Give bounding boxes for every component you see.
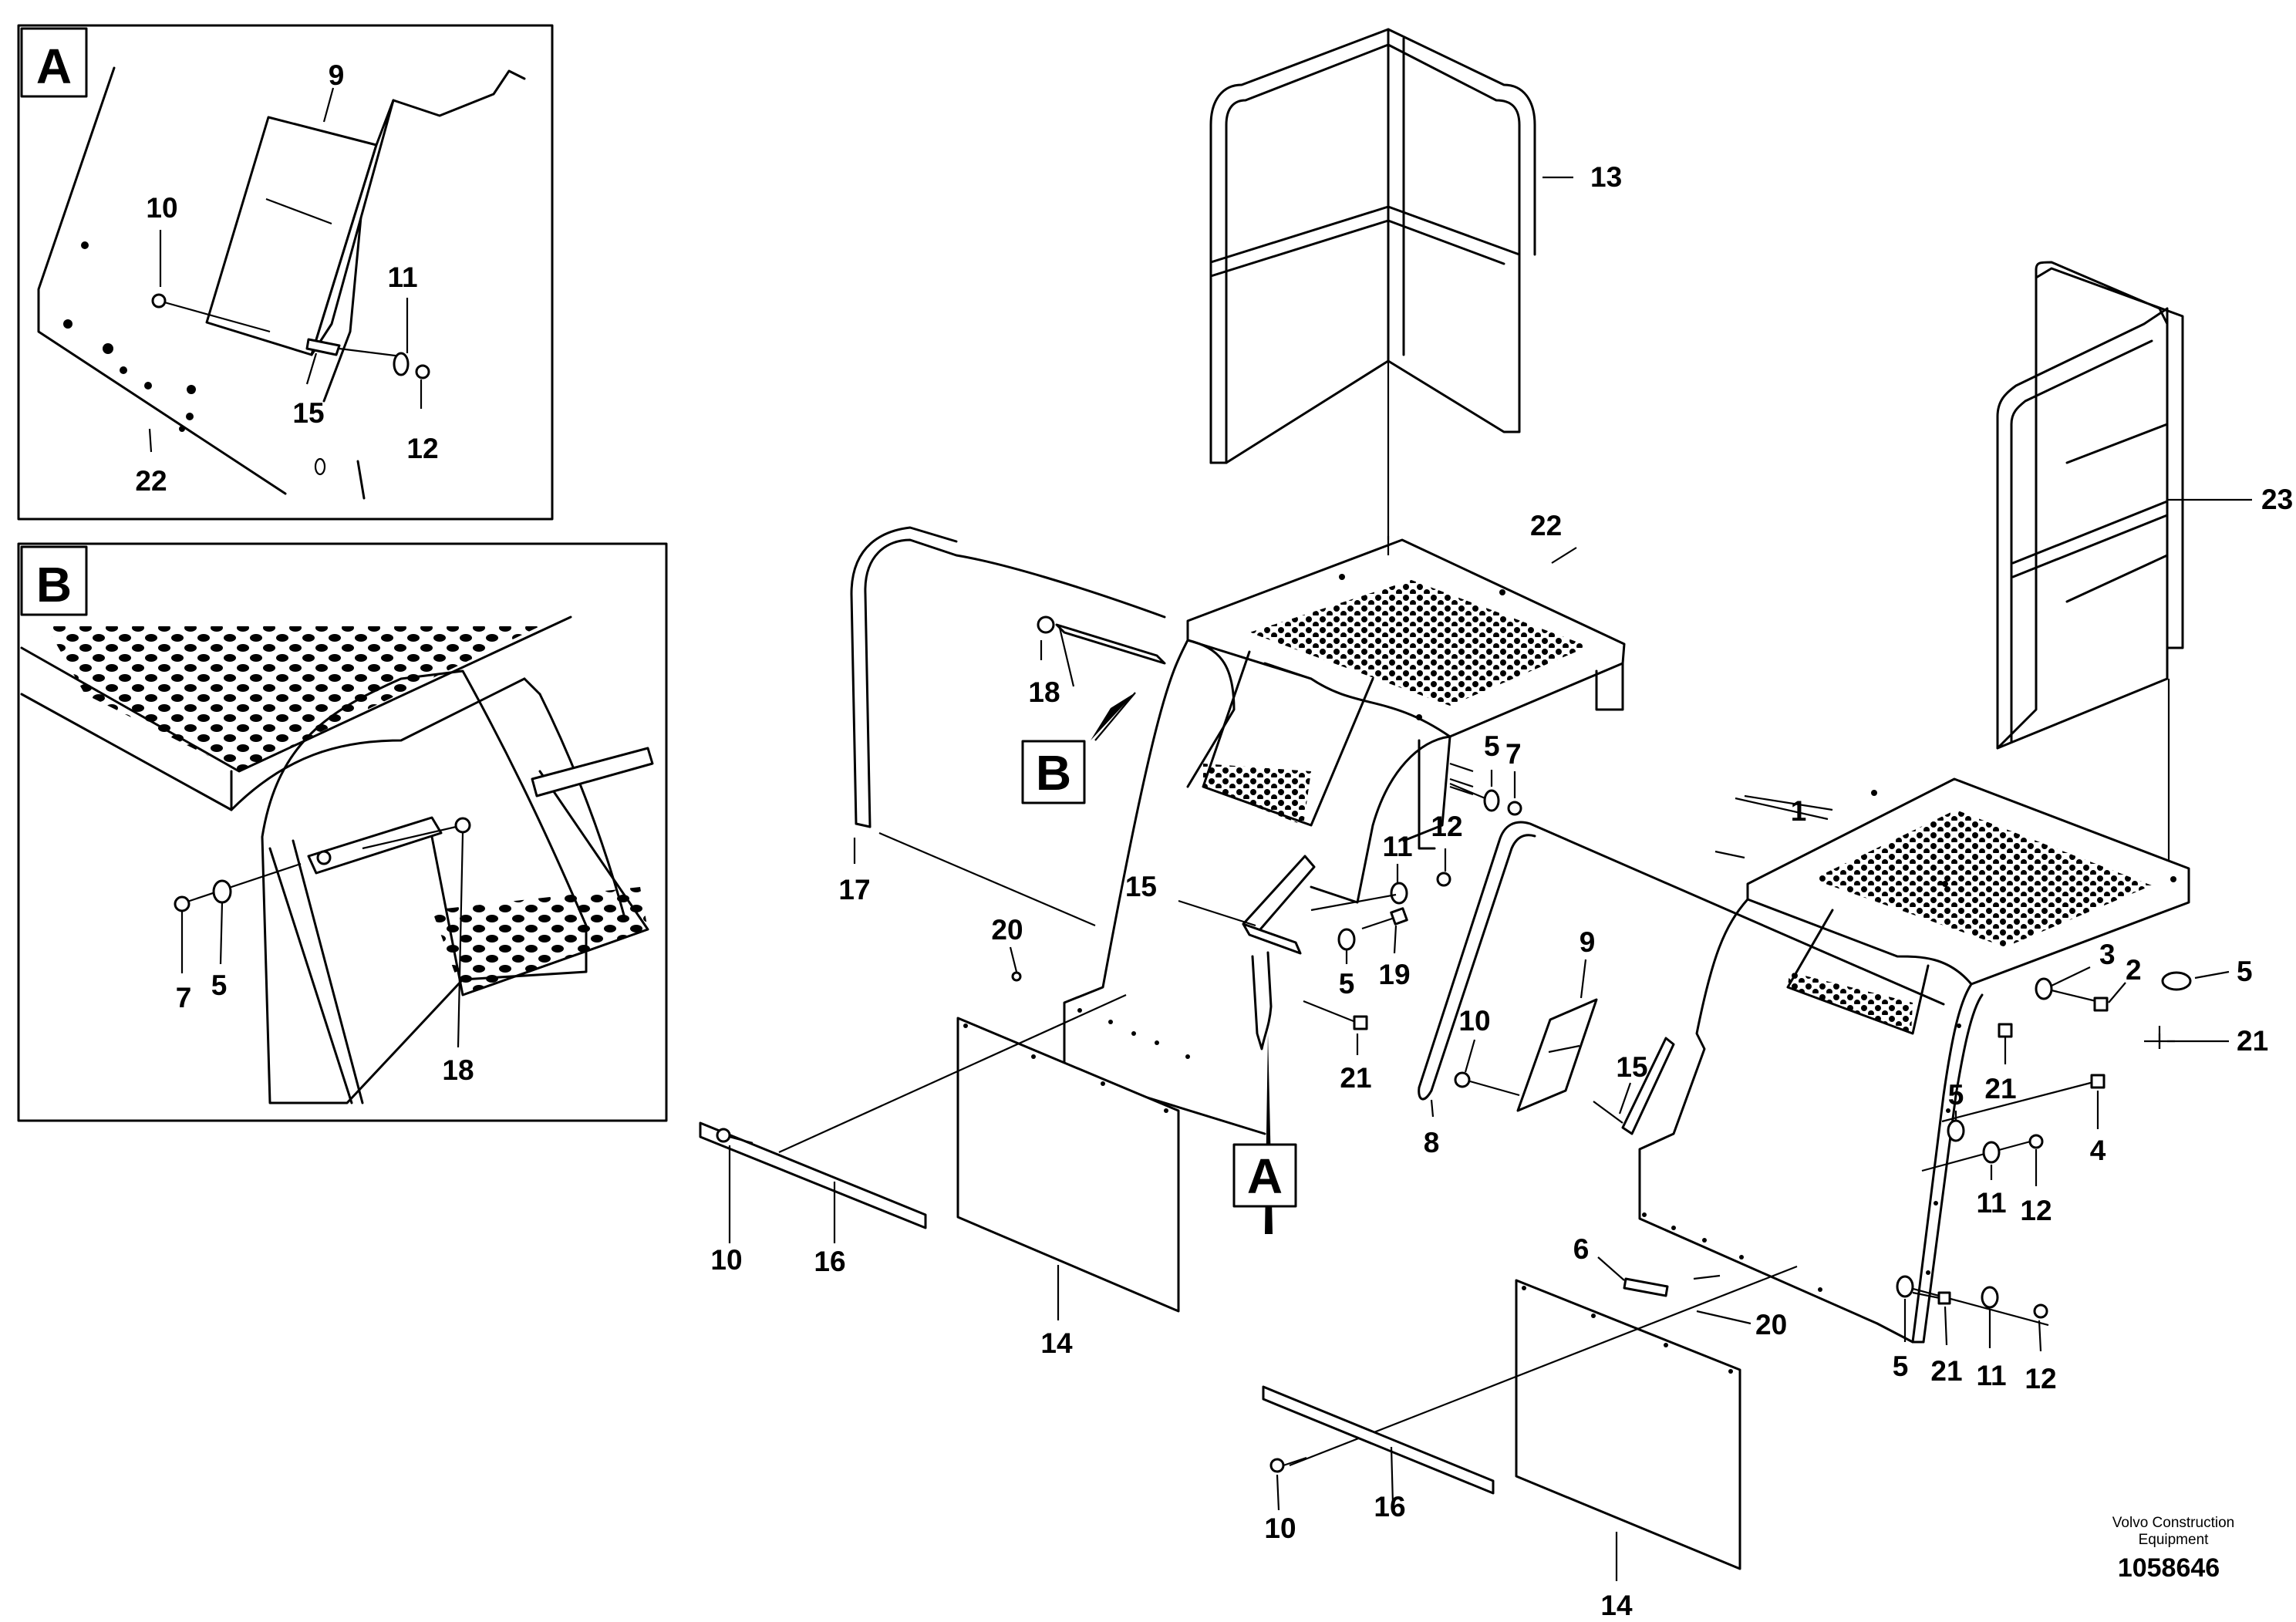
label-10-left-bottom: 10 [710,1244,742,1276]
label-12-right-bottom: 12 [2025,1363,2056,1394]
railing-13: 13 [1209,28,1622,540]
label-5-upper: 5 [1484,730,1500,762]
label-17: 17 [838,874,870,905]
detail-a-label-12: 12 [406,433,438,464]
company-line-1: Volvo Construction [2112,1515,2234,1531]
company-line-2: Equipment [2139,1532,2210,1548]
label-2: 2 [2126,954,2142,986]
detail-b-inset: B 7 5 18 [17,542,668,1122]
detail-b-label-18: 18 [442,1054,474,1086]
label-15-left: 15 [1125,871,1157,902]
right-fasteners: 5 21 3 2 21 5 4 11 12 5 2 [1893,939,2268,1394]
label-5-right-top: 5 [2237,956,2253,987]
mud-flap-left: 10 16 14 20 [699,914,1180,1359]
handrail-8-group: 8 9 10 15 [1418,821,1945,1158]
label-9: 9 [1580,926,1596,958]
detail-a-label-15: 15 [292,397,324,429]
bracket-15-group: 15 11 12 5 19 21 A [1125,811,1463,1234]
label-21-right-bottom: 21 [1930,1355,1962,1387]
marker-b: B [1036,745,1071,801]
detail-b-label-5: 5 [211,969,228,1001]
document-number: 1058646 [2118,1553,2220,1583]
label-18: 18 [1028,676,1060,708]
label-14-left: 14 [1040,1327,1073,1359]
label-10-right-bottom: 10 [1264,1512,1296,1544]
label-16-left: 16 [814,1246,845,1277]
label-20-left: 20 [991,914,1023,946]
label-11-right-bottom: 11 [1976,1360,2006,1391]
label-5-right-bottom: 5 [1893,1351,1909,1382]
label-21-right-mid: 21 [1984,1073,2016,1104]
detail-a-label-10: 10 [146,192,177,224]
label-10-right: 10 [1458,1005,1490,1037]
label-23: 23 [2261,484,2293,515]
detail-a-label-11: 11 [387,261,417,293]
label-1: 1 [1791,795,1807,827]
footer-block: Volvo Construction Equipment 1058646 [2112,1515,2234,1583]
label-16-right: 16 [1374,1491,1405,1523]
label-12-right-mid: 12 [2020,1195,2052,1226]
label-20-right: 20 [1755,1309,1787,1340]
detail-b-label-7: 7 [176,982,192,1013]
detail-a-letter: A [36,39,72,94]
detail-b-letter: B [36,557,72,612]
mud-flap-right: 10 16 14 6 20 [1262,1233,1798,1621]
label-12-left: 12 [1431,811,1462,842]
label-5-right-mid: 5 [1948,1079,1964,1111]
label-15-right: 15 [1616,1051,1647,1083]
label-5-mid: 5 [1339,968,1355,1000]
label-4: 4 [2090,1135,2106,1166]
handrail-17: 18 17 B [838,526,1166,927]
label-19: 19 [1378,959,1410,990]
detail-a-inset: A 9 10 11 12 15 22 [17,24,554,521]
step-assembly-1: 1 [1638,777,2190,1344]
label-6: 6 [1573,1233,1590,1265]
railing-23: 23 [1996,261,2293,872]
label-11-left: 11 [1382,831,1412,862]
marker-a: A [1247,1148,1283,1204]
label-14-right: 14 [1600,1590,1633,1621]
label-21-mid: 21 [1340,1062,1371,1094]
step-assembly-22: 22 5 7 [1063,510,1626,1135]
label-22: 22 [1530,510,1562,541]
label-3: 3 [2099,939,2116,970]
detail-a-label-22: 22 [135,465,167,497]
detail-a-label-9: 9 [329,59,345,91]
label-13: 13 [1590,161,1622,193]
label-11-right-mid: 11 [1976,1187,2006,1219]
label-21-right-top: 21 [2237,1025,2268,1057]
label-7: 7 [1505,738,1522,770]
label-8: 8 [1424,1127,1440,1158]
